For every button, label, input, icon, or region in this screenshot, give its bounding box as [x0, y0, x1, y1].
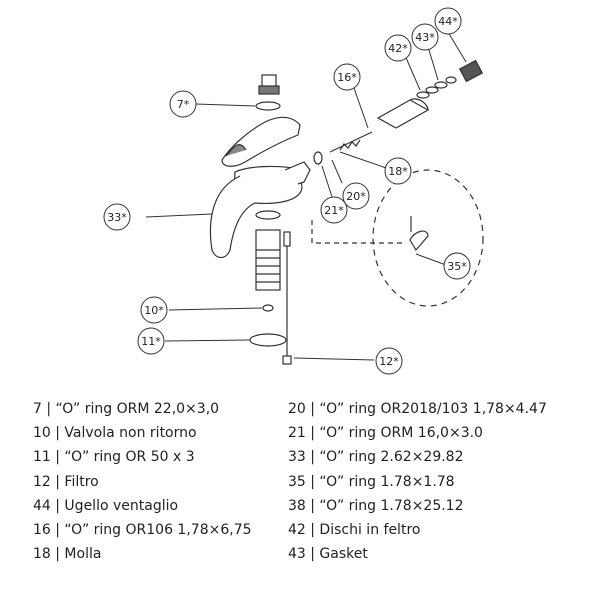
- filter-part: [255, 229, 292, 365]
- legend-item: 43 | Gasket: [288, 546, 368, 563]
- nozzle-assembly-part: [376, 59, 484, 129]
- svg-text:18*: 18*: [388, 165, 408, 178]
- svg-text:20*: 20*: [346, 190, 366, 203]
- callout-33: 33*: [103, 203, 131, 231]
- legend-item: 42 | Dischi in feltro: [288, 522, 421, 539]
- parts-legend-right: 20 | “O” ring OR2018/103 1,78×4.47 21 | …: [288, 397, 547, 566]
- legend-item: 16 | “O” ring OR106 1,78×6,75: [33, 522, 252, 539]
- legend-item: 38 | “O” ring 1.78×25.12: [288, 497, 464, 514]
- legend-item: 10 | Valvola non ritorno: [33, 425, 197, 442]
- handle-cover-part: [221, 116, 301, 167]
- top-fitting-part: [255, 74, 281, 111]
- legend-item: 33 | “O” ring 2.62×29.82: [288, 449, 464, 466]
- gun-body-part: [209, 161, 311, 259]
- check-valve-part: [262, 304, 274, 312]
- legend-item: 11 | “O” ring OR 50 x 3: [33, 449, 195, 466]
- callout-16: 16*: [333, 63, 361, 91]
- legend-item: 18 | Molla: [33, 546, 102, 563]
- svg-text:7*: 7*: [177, 98, 190, 111]
- callout-43: 43*: [411, 23, 439, 51]
- svg-text:44*: 44*: [438, 15, 458, 28]
- callout-20: 20*: [342, 182, 370, 210]
- parts-legend-left: 7 | “O” ring ORM 22,0×3,0 10 | Valvola n…: [33, 397, 252, 566]
- svg-text:35*: 35*: [447, 260, 467, 273]
- detail-circle: [372, 169, 484, 307]
- detail-clip-part: [409, 216, 429, 252]
- callout-11: 11*: [137, 327, 165, 355]
- callout-44: 44*: [434, 7, 462, 35]
- exploded-parts-diagram: 7* 44* 42* 43* 16* 18* 20* 21* 33* 35* 1…: [103, 7, 484, 375]
- legend-item: 35 | “O” ring 1.78×1.78: [288, 473, 455, 490]
- o-ring-large-part: [249, 333, 287, 347]
- callout-42: 42*: [384, 34, 412, 62]
- dashed-connector: [311, 220, 405, 244]
- legend-item: 7 | “O” ring ORM 22,0×3,0: [33, 401, 220, 417]
- svg-text:43*: 43*: [415, 31, 435, 44]
- svg-text:11*: 11*: [141, 335, 161, 348]
- legend-item: 21 | “O” ring ORM 16,0×3.0: [288, 425, 483, 442]
- svg-text:33*: 33*: [107, 211, 127, 224]
- svg-text:21*: 21*: [324, 204, 344, 217]
- callout-35: 35*: [443, 252, 471, 280]
- callout-18: 18*: [384, 157, 412, 185]
- legend-item: 12 | Filtro: [33, 473, 99, 490]
- svg-text:10*: 10*: [144, 304, 164, 317]
- svg-text:42*: 42*: [388, 42, 408, 55]
- callout-7: 7*: [169, 90, 197, 118]
- legend-item: 44 | Ugello ventaglio: [33, 497, 179, 514]
- callout-10: 10*: [140, 296, 168, 324]
- svg-text:12*: 12*: [379, 355, 399, 368]
- svg-text:16*: 16*: [337, 71, 357, 84]
- legend-item: 20 | “O” ring OR2018/103 1,78×4.47: [288, 401, 547, 417]
- needle-spring-part: [313, 131, 373, 165]
- callout-12: 12*: [375, 347, 403, 375]
- callout-21: 21*: [320, 196, 348, 224]
